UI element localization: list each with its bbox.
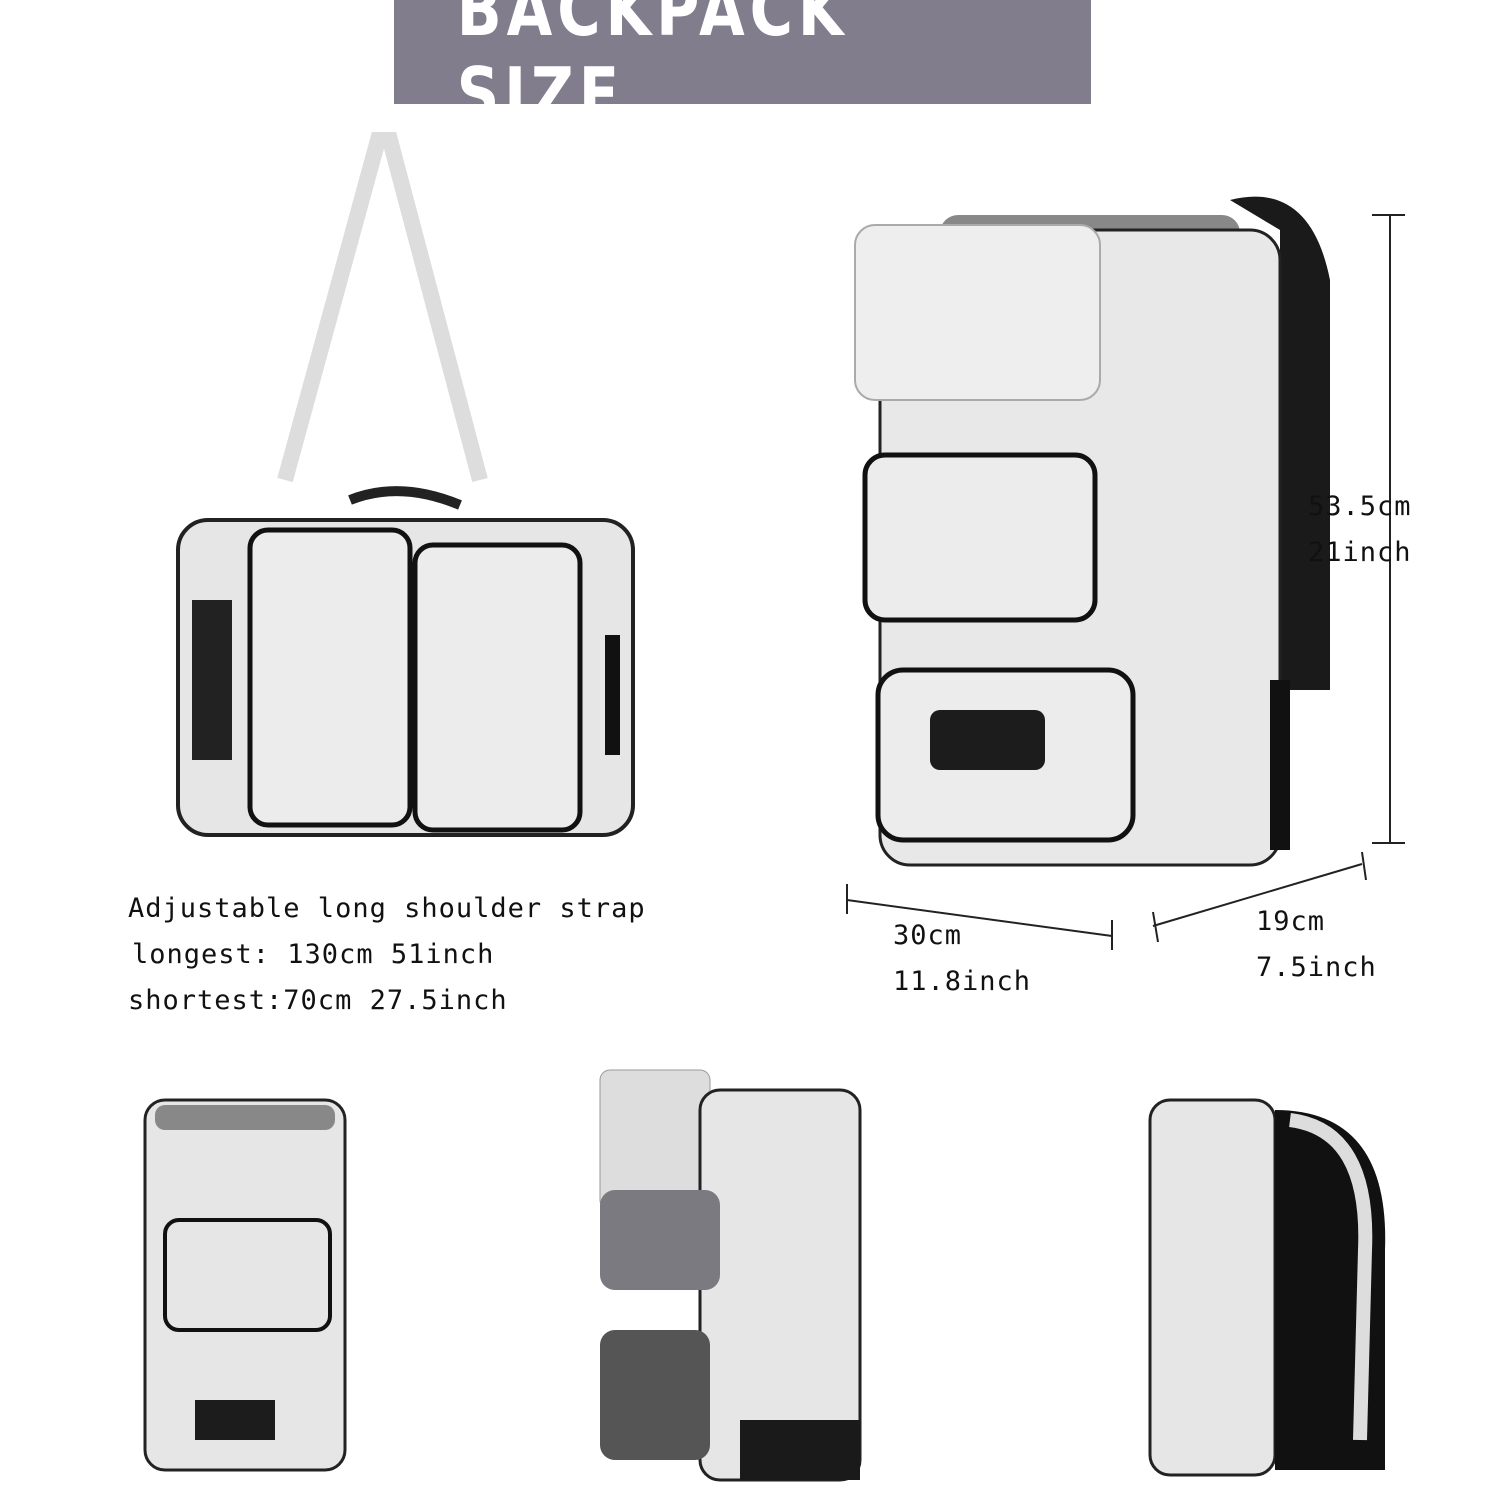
depth-in-label: 7.5inch [1256,952,1377,983]
depth-cm-label: 19cm [1256,906,1326,937]
backpack-front-small-image [143,1098,347,1472]
backpack-side-image [1148,1098,1386,1477]
dimension-lines [846,214,1405,950]
backpack-open-image [599,1069,862,1482]
height-cm-label: 53.5cm [1308,491,1412,522]
title-banner: BACKPACK SIZE [394,0,1091,136]
backpack-front-image [854,196,1330,867]
strap-shortest: shortest:70cm 27.5inch [128,985,508,1016]
page-title: BACKPACK SIZE [456,0,849,136]
duffel-mode-image [176,132,635,837]
width-in-label: 11.8inch [893,966,1032,997]
strap-heading: Adjustable long shoulder strap [128,893,646,924]
width-cm-label: 30cm [893,920,963,951]
height-in-label: 21inch [1308,537,1412,568]
strap-longest: longest: 130cm 51inch [132,939,495,970]
